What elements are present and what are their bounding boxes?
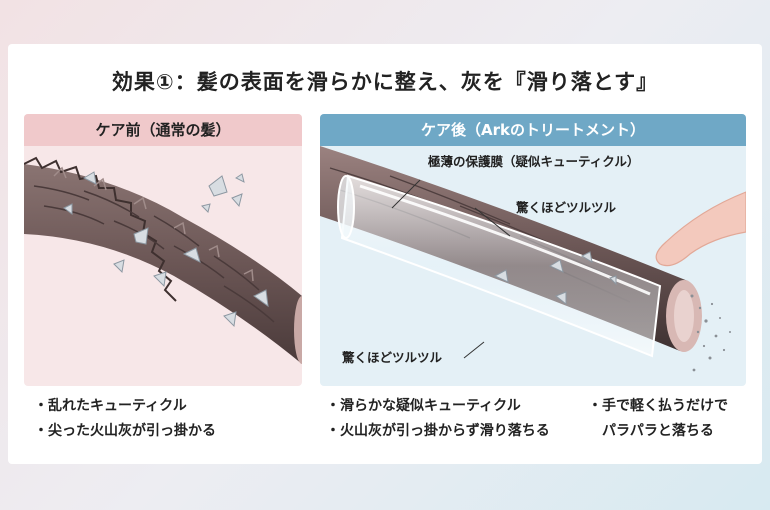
volcanic-ash-particles: [493, 251, 617, 306]
damaged-hair-illustration: [24, 156, 302, 364]
after-bullets: ・滑らかな疑似キューティクル ・火山灰が引っ掛からず滑り落ちる: [326, 394, 550, 444]
smooth-bottom-callout-line: [463, 341, 485, 359]
before-header: ケア前（通常の髪）: [24, 114, 302, 146]
volcanic-ash-particles: [63, 171, 269, 328]
smooth-label-bottom: 驚くほどツルツル: [341, 350, 443, 365]
list-item: ・乱れたキューティクル: [34, 398, 187, 414]
infographic-card: 効果①：髪の表面を滑らかに整え、灰を『滑り落とす』 ケア前（通常の髪）: [8, 44, 762, 464]
after-panel: ケア後（Arkのトリートメント）: [320, 114, 746, 386]
page-title: 効果①：髪の表面を滑らかに整え、灰を『滑り落とす』: [111, 70, 659, 94]
after-bullets-extra: ・手で軽く払うだけで パラパラと落ちる: [588, 394, 728, 444]
smooth-top-callout-line: [474, 207, 511, 237]
film-callout-line: [391, 179, 421, 209]
film-label: 極薄の保護膜（疑似キューティクル）: [428, 154, 639, 169]
damaged-hair-strand: [24, 156, 302, 364]
list-item: パラパラと落ちる: [588, 423, 714, 439]
after-header: ケア後（Arkのトリートメント）: [320, 114, 746, 146]
before-bullets: ・乱れたキューティクル ・尖った火山灰が引っ掛かる: [34, 394, 216, 444]
list-item: ・滑らかな疑似キューティクル: [326, 398, 521, 414]
list-item: ・火山灰が引っ掛からず滑り落ちる: [326, 423, 550, 439]
before-panel: ケア前（通常の髪）: [24, 114, 302, 386]
treated-hair-illustration: 極薄の保護膜（疑似キューティクル） 驚くほどツルツル 驚くほどツルツル: [320, 146, 746, 372]
list-item: ・尖った火山灰が引っ掛かる: [34, 423, 216, 439]
finger-icon: [655, 191, 746, 267]
list-item: ・手で軽く払うだけで: [588, 398, 728, 414]
smooth-label-top: 驚くほどツルツル: [515, 200, 617, 215]
ash-dust: [690, 294, 731, 372]
